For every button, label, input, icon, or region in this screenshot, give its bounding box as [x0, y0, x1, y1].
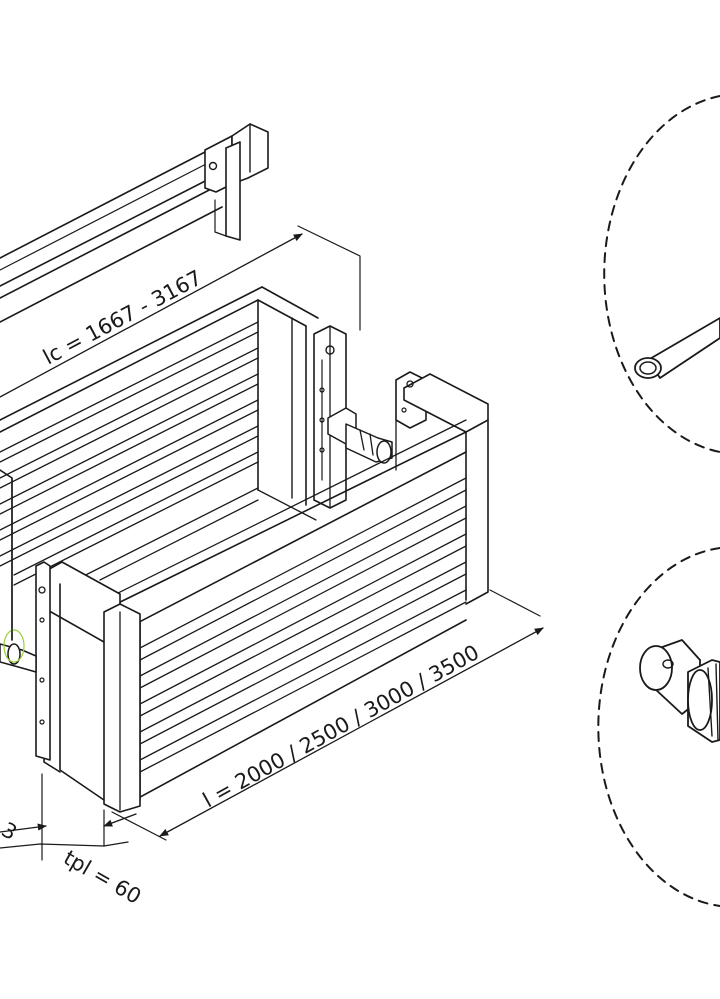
- front-slats: [139, 477, 467, 773]
- front-corner-post: [0, 477, 141, 813]
- top-rail: [0, 123, 269, 323]
- l-dimension: l = 2000 / 2500 / 3000 / 3500: [111, 589, 544, 841]
- lc-dimension-label: lc = 1667 - 3167: [39, 266, 206, 370]
- right-end-post: [395, 371, 489, 605]
- partial-dimension-label: 3: [0, 818, 21, 845]
- highlight-marker: [3, 629, 25, 663]
- bolt-detail-icon: [597, 547, 720, 907]
- pin-detail-icon: [603, 95, 720, 453]
- tpl-dimension-label: tpl = 60: [60, 846, 146, 909]
- l-dimension-label: l = 2000 / 2500 / 3000 / 3500: [199, 640, 483, 812]
- back-connector-post: [313, 325, 393, 509]
- back-slats: [0, 321, 259, 599]
